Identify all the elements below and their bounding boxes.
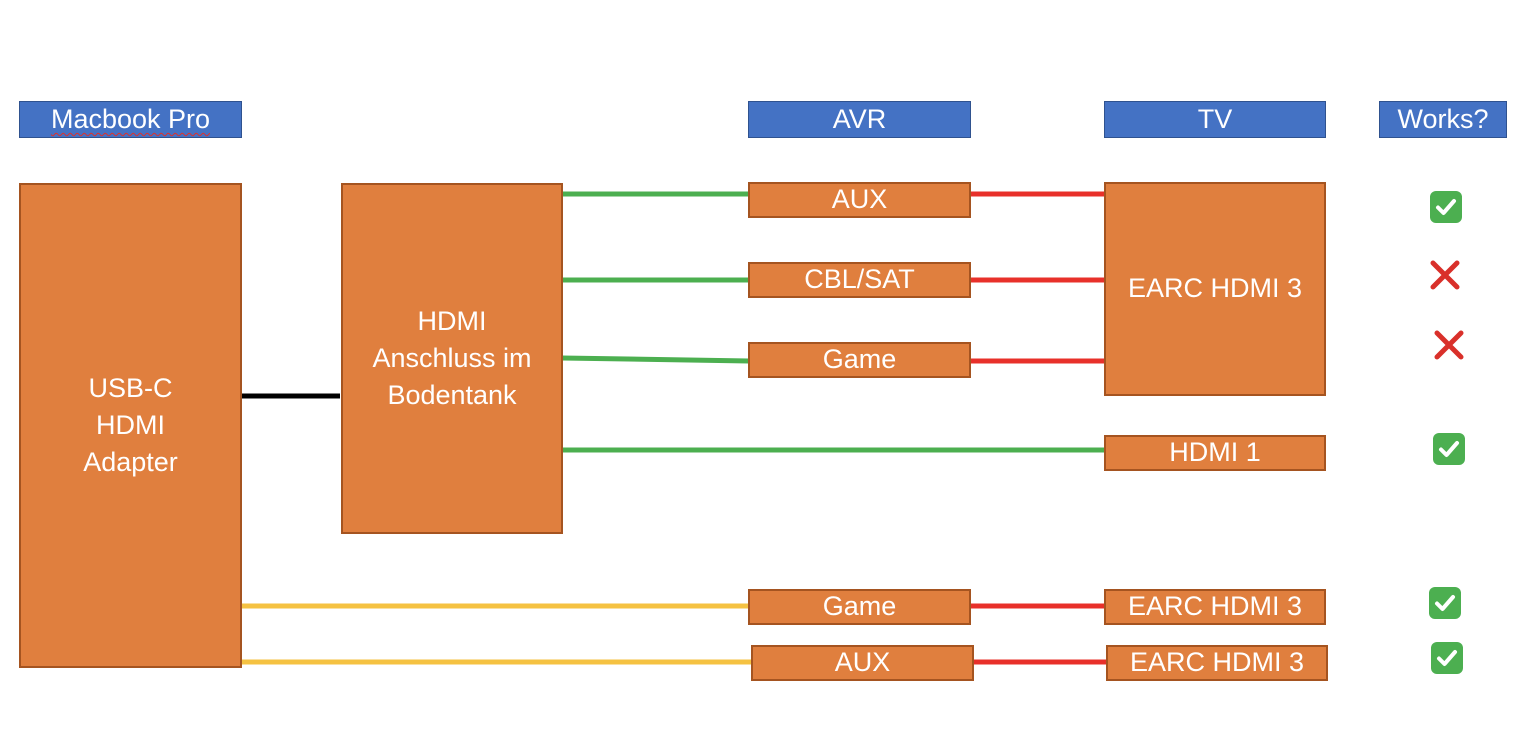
header-works: Works? bbox=[1379, 101, 1507, 138]
tv-earc-hdmi-3-game: EARC HDMI 3 bbox=[1104, 589, 1326, 625]
check-icon bbox=[1429, 587, 1461, 619]
avr-input-aux-direct: AUX bbox=[751, 645, 974, 681]
tv-earc-hdmi-3: EARC HDMI 3 bbox=[1104, 182, 1326, 396]
check-icon bbox=[1433, 433, 1465, 465]
floor-hdmi-port: HDMI Anschluss im Bodentank bbox=[341, 183, 563, 534]
header-avr: AVR bbox=[748, 101, 971, 138]
tv-earc-hdmi-3-aux: EARC HDMI 3 bbox=[1106, 645, 1328, 681]
avr-input-cbl-sat: CBL/SAT bbox=[748, 262, 971, 298]
usb-c-hdmi-adapter: USB-C HDMI Adapter bbox=[19, 183, 242, 668]
header-macbook-label: Macbook Pro bbox=[50, 104, 211, 134]
avr-input-aux: AUX bbox=[748, 182, 971, 218]
check-icon bbox=[1430, 191, 1462, 223]
cross-icon bbox=[1430, 260, 1460, 290]
cross-icon bbox=[1434, 330, 1464, 360]
avr-input-game: Game bbox=[748, 342, 971, 378]
tv-hdmi-1: HDMI 1 bbox=[1104, 435, 1326, 471]
check-icon bbox=[1431, 642, 1463, 674]
header-tv: TV bbox=[1104, 101, 1326, 138]
header-macbook-pro: Macbook Pro bbox=[19, 101, 242, 138]
avr-input-game-direct: Game bbox=[748, 589, 971, 625]
wire-floor-to-avr-game bbox=[561, 355, 750, 364]
